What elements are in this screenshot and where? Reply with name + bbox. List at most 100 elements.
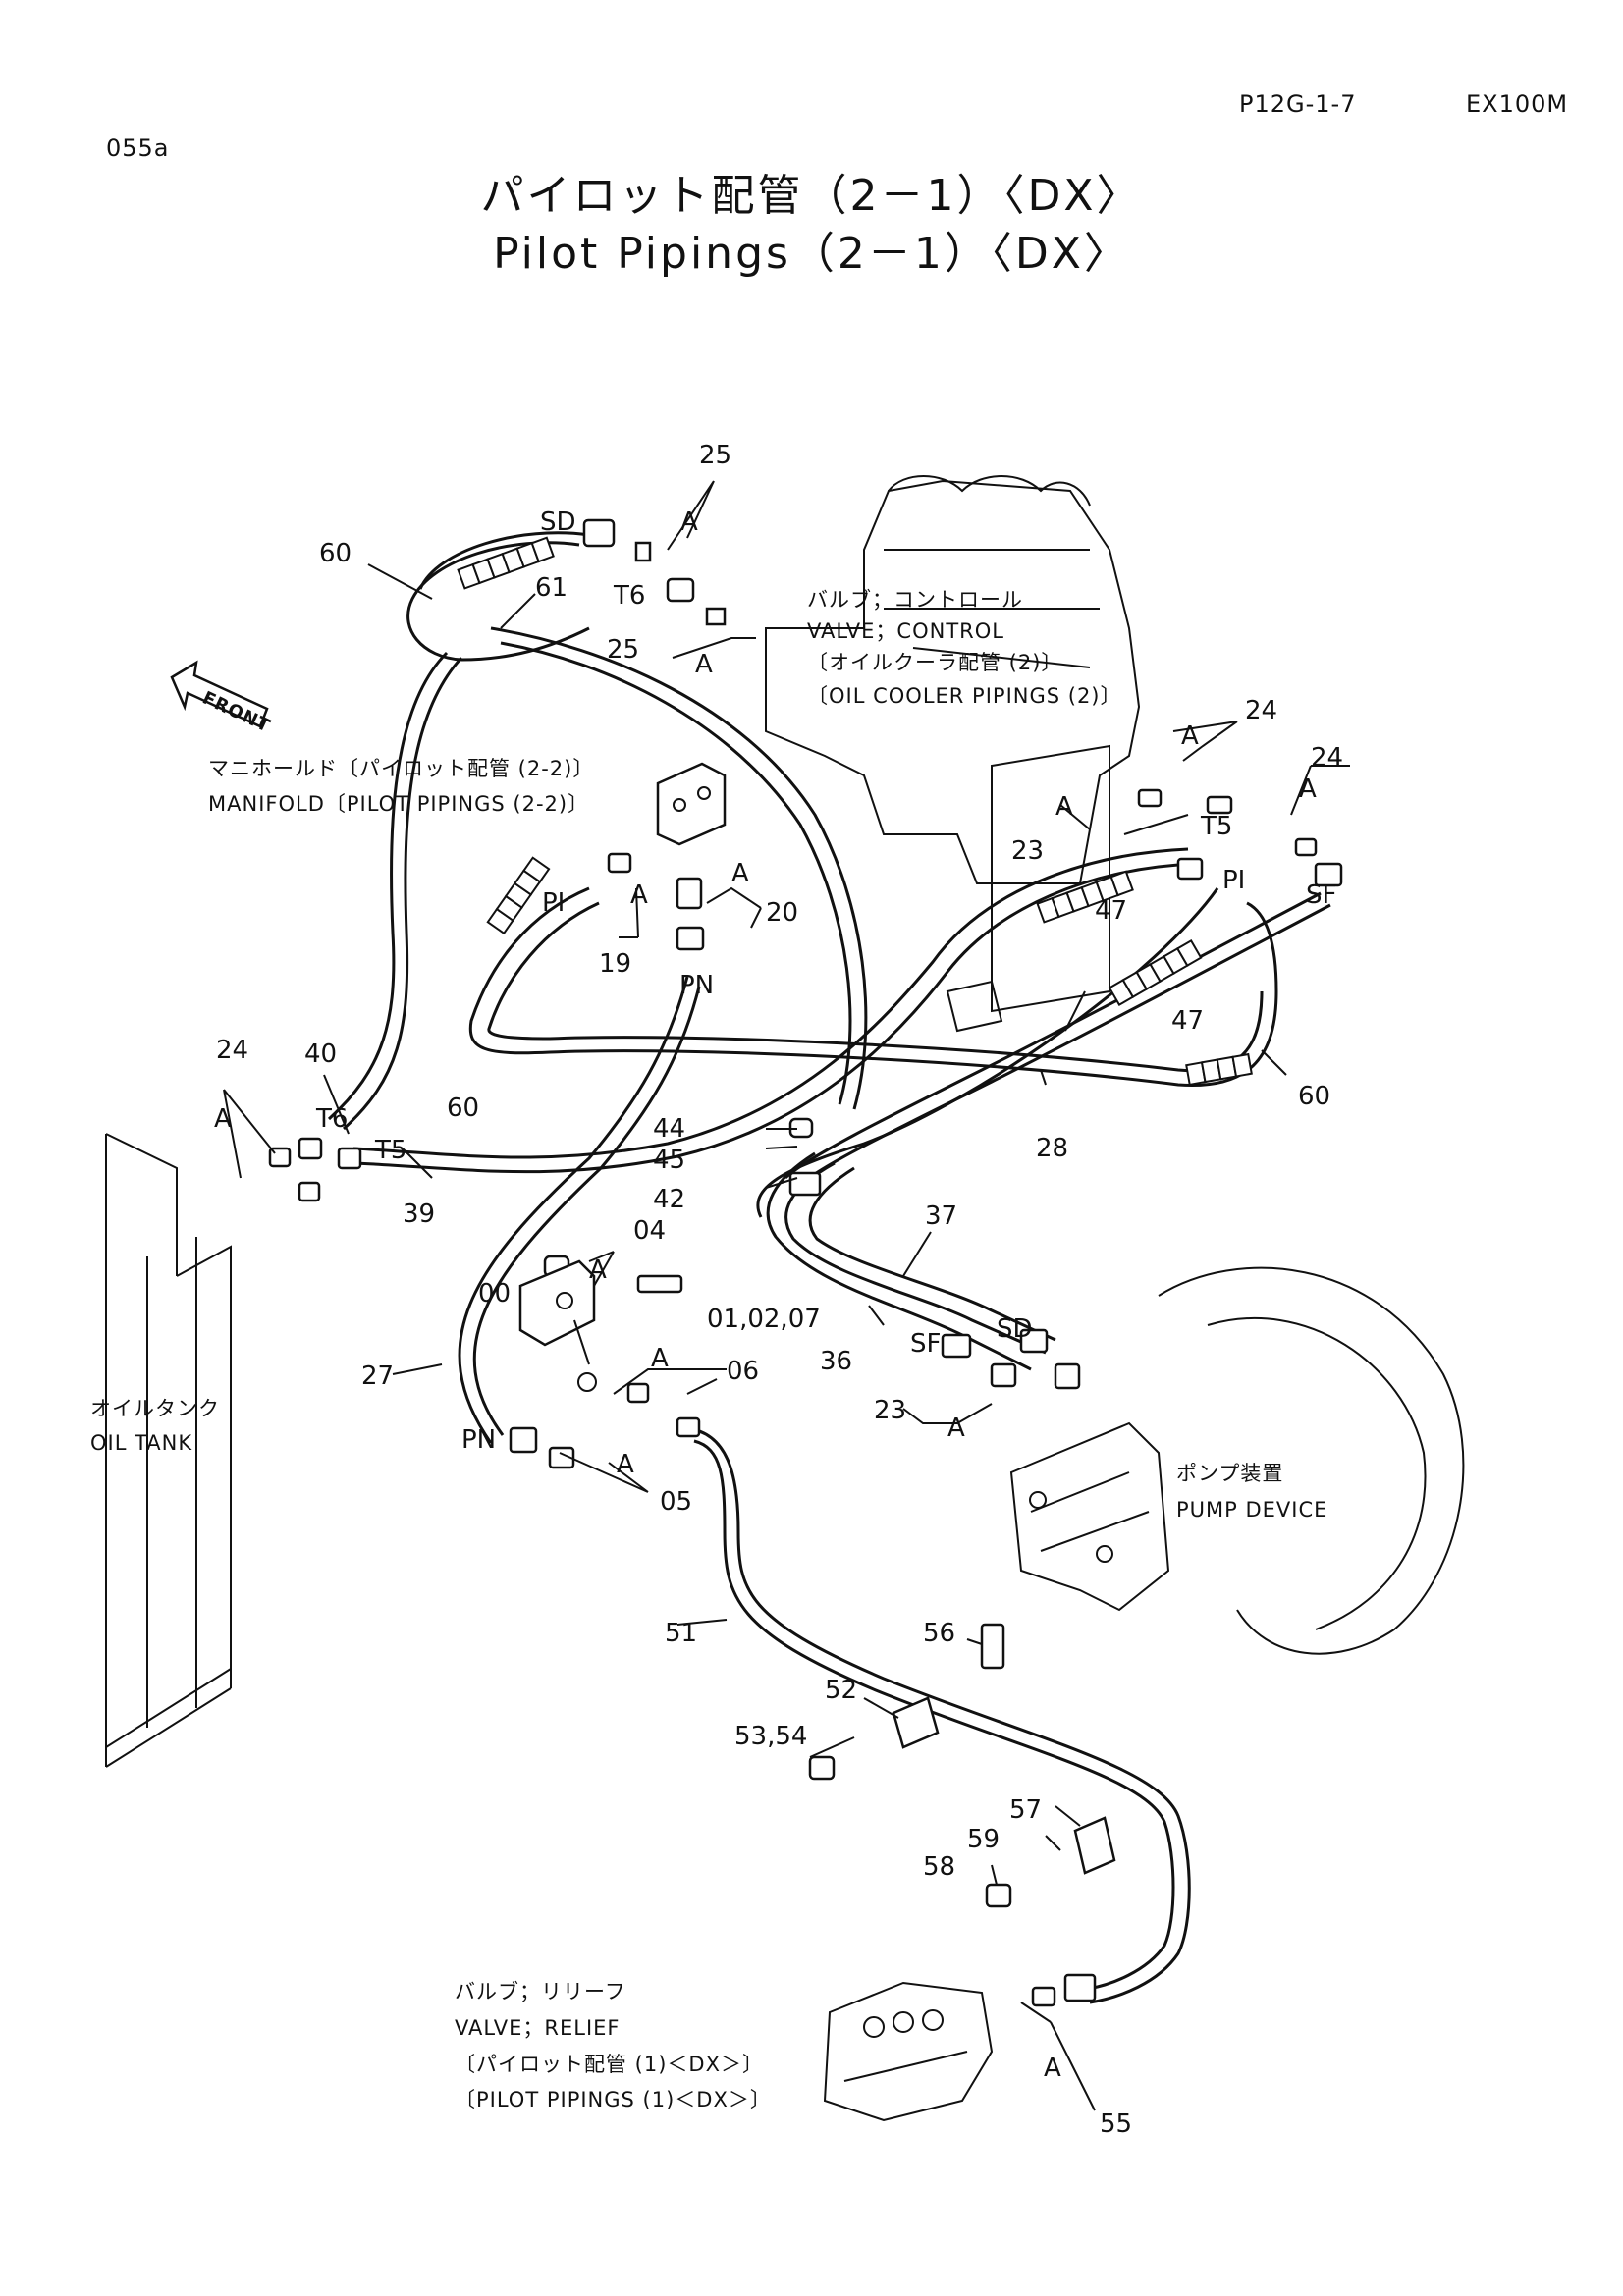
svg-text:〔OIL COOLER PIPINGS (2)〕: 〔OIL COOLER PIPINGS (2)〕: [807, 684, 1122, 708]
part-number: 04: [633, 1216, 666, 1246]
title-english: Pilot Pipings（2－1）〈DX〉: [493, 229, 1130, 279]
port-label: PN: [461, 1425, 496, 1455]
part-number: 00: [478, 1279, 511, 1308]
part-number: 52: [825, 1676, 857, 1705]
part-number: 45: [653, 1146, 685, 1175]
a-markers: A A A A A A A A A A A A A: [214, 507, 1317, 2083]
svg-text:〔PILOT PIPINGS (1)＜DX＞〕: 〔PILOT PIPINGS (1)＜DX＞〕: [455, 2088, 772, 2111]
part-number: 53,54: [734, 1722, 807, 1751]
port-label: SF: [1306, 881, 1336, 910]
part-number: 36: [820, 1347, 852, 1376]
part-numbers: 25 25 60 61 24 24 24 20 19 47 47 23 23 6…: [216, 441, 1343, 2139]
manifold-note: マニホールド〔パイロット配管 (2-2)〕 MANIFOLD〔PILOT PIP…: [208, 757, 594, 816]
svg-text:VALVE；CONTROL: VALVE；CONTROL: [807, 619, 1004, 643]
part-number: 37: [925, 1201, 957, 1231]
marker-a: A: [1299, 774, 1317, 804]
svg-text:PUMP DEVICE: PUMP DEVICE: [1176, 1498, 1327, 1522]
part-number: 57: [1009, 1795, 1042, 1825]
svg-text:バルブ；コントロール: バルブ；コントロール: [807, 588, 1023, 612]
port-label: T6: [315, 1104, 348, 1134]
part-number: 24: [1311, 743, 1343, 773]
part-number: 60: [1298, 1082, 1330, 1111]
marker-a: A: [1044, 2054, 1061, 2083]
marker-a: A: [630, 881, 648, 910]
port-label: T5: [1200, 812, 1232, 841]
figure-number: 055a: [106, 134, 170, 162]
part-number: 47: [1171, 1006, 1204, 1036]
relief-valve-outline: [823, 1981, 994, 2122]
part-number: 58: [923, 1852, 955, 1882]
part-number: 61: [535, 573, 568, 603]
part-number: 23: [874, 1396, 906, 1425]
part-number: 01,02,07: [707, 1305, 821, 1334]
part-number: 25: [607, 635, 639, 665]
marker-a: A: [695, 650, 713, 679]
part-number: 42: [653, 1185, 685, 1214]
relief-valve-note: バルブ；リリーフ VALVE；RELIEF 〔パイロット配管 (1)＜DX＞〕 …: [455, 1980, 772, 2111]
part-number: 28: [1036, 1134, 1068, 1163]
front-arrow: FRONT: [170, 660, 274, 737]
port-label: PN: [679, 971, 714, 1000]
hose-routing: [327, 531, 1331, 2004]
svg-text:マニホールド〔パイロット配管 (2-2)〕: マニホールド〔パイロット配管 (2-2)〕: [208, 757, 594, 780]
port-label: T6: [613, 581, 645, 611]
port-label: SD: [997, 1314, 1033, 1344]
fittings: [268, 518, 1343, 2007]
marker-a: A: [617, 1450, 634, 1479]
port-label: SD: [540, 507, 576, 537]
part-number: 23: [1011, 836, 1044, 866]
part-number: 24: [216, 1036, 248, 1065]
port-label: PI: [542, 888, 565, 918]
svg-text:バルブ；リリーフ: バルブ；リリーフ: [455, 1980, 626, 2003]
part-number: 51: [665, 1619, 697, 1648]
svg-text:オイルタンク: オイルタンク: [90, 1397, 220, 1420]
marker-a: A: [651, 1344, 669, 1373]
port-label: SF: [910, 1329, 941, 1359]
marker-a: A: [731, 859, 749, 888]
pump-device-note: ポンプ装置 PUMP DEVICE: [1176, 1462, 1327, 1522]
marker-a: A: [1055, 792, 1073, 822]
part-number: 27: [361, 1362, 394, 1391]
part-number: 55: [1100, 2109, 1132, 2139]
svg-text:MANIFOLD〔PILOT PIPINGS (2-2)〕: MANIFOLD〔PILOT PIPINGS (2-2)〕: [208, 792, 589, 816]
part-number: 19: [599, 949, 631, 979]
marker-a: A: [680, 507, 698, 537]
part-number: 39: [403, 1200, 435, 1229]
part-number: 05: [660, 1487, 692, 1517]
part-number: 06: [727, 1357, 759, 1386]
svg-text:OIL TANK: OIL TANK: [90, 1431, 192, 1455]
marker-a: A: [589, 1255, 607, 1285]
part-number: 20: [766, 898, 798, 928]
hose-spring-guards: [457, 536, 1253, 1087]
port-labels: SD T6 T6 T5 T5 PI PI PN PN SF SF SD: [315, 507, 1336, 1455]
model-code: EX100M: [1466, 90, 1569, 118]
port-label: PI: [1222, 866, 1245, 895]
marker-a: A: [1181, 721, 1199, 751]
part-number: 60: [447, 1094, 479, 1123]
part-number: 60: [319, 539, 352, 568]
control-valve-block: [765, 475, 1141, 1033]
pump-device-outline: [1009, 1266, 1465, 1655]
control-valve-note: バルブ；コントロール VALVE；CONTROL 〔オイルクーラ配管 (2)〕 …: [807, 588, 1122, 708]
page-code: P12G-1-7: [1239, 90, 1357, 118]
manifold-block: [656, 762, 727, 846]
svg-text:〔パイロット配管 (1)＜DX＞〕: 〔パイロット配管 (1)＜DX＞〕: [455, 2053, 764, 2076]
title-japanese: パイロット配管（2－1）〈DX〉: [480, 171, 1143, 221]
oil-tank-outline: [105, 1133, 232, 1768]
svg-text:ポンプ装置: ポンプ装置: [1176, 1462, 1283, 1485]
part-number: 47: [1095, 896, 1127, 926]
part-number: 56: [923, 1619, 955, 1648]
part-number: 25: [699, 441, 731, 470]
port-label: T5: [374, 1136, 406, 1165]
marker-a: A: [214, 1104, 232, 1134]
part-number: 59: [967, 1825, 1000, 1854]
part-number: 24: [1245, 696, 1277, 725]
part-number: 40: [304, 1040, 337, 1069]
part-number: 44: [653, 1114, 685, 1144]
oil-tank-note: オイルタンク OIL TANK: [90, 1397, 220, 1455]
marker-a: A: [947, 1414, 965, 1443]
leader-lines: [223, 480, 1350, 2111]
svg-text:VALVE；RELIEF: VALVE；RELIEF: [455, 2016, 621, 2040]
svg-text:〔オイルクーラ配管 (2)〕: 〔オイルクーラ配管 (2)〕: [807, 651, 1062, 674]
